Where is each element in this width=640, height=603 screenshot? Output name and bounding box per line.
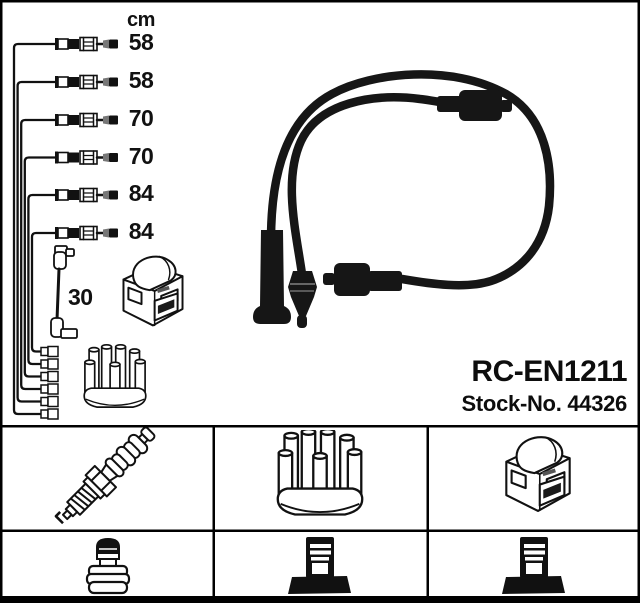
unit-header: cm bbox=[127, 9, 155, 31]
cable-connector-lower bbox=[323, 263, 402, 296]
part-number: RC-EN1211 bbox=[471, 355, 627, 388]
straight-terminal-icon bbox=[502, 537, 565, 594]
cable-inner bbox=[287, 93, 451, 279]
cable-outer bbox=[266, 70, 555, 290]
lead-4 bbox=[53, 149, 120, 166]
length-label-3: 70 bbox=[128, 105, 154, 131]
cable-straight-boot bbox=[253, 230, 291, 324]
cable-photo bbox=[253, 70, 555, 328]
lead-1 bbox=[53, 36, 120, 52]
cable-cone-boot bbox=[288, 271, 317, 328]
spark-plug-icon bbox=[48, 419, 163, 534]
distributor-cap-drawing bbox=[83, 343, 147, 409]
cable-connector-top bbox=[437, 90, 512, 121]
grid-lines bbox=[0, 425, 640, 597]
distributor-cap-icon bbox=[276, 430, 364, 516]
plug-boot-terminal-icon bbox=[85, 538, 131, 595]
compatibility-grid bbox=[0, 419, 640, 597]
lead-3 bbox=[53, 112, 120, 128]
length-label-4: 70 bbox=[128, 142, 154, 169]
lead-trunk-wires bbox=[12, 42, 58, 416]
length-label-2: 58 bbox=[128, 67, 154, 93]
straight-terminal-icon bbox=[288, 537, 351, 594]
distributor-plug-stack bbox=[40, 345, 59, 420]
ignition-coil-icon bbox=[505, 435, 571, 513]
length-label-5: 84 bbox=[128, 180, 154, 206]
coil-wire bbox=[50, 245, 78, 339]
lead-set-schematic bbox=[12, 36, 184, 420]
lead-5 bbox=[53, 187, 120, 203]
length-label-6: 84 bbox=[128, 218, 154, 244]
coil-wire-length-label: 30 bbox=[68, 284, 93, 310]
lead-2 bbox=[53, 74, 120, 90]
length-label-1: 58 bbox=[128, 29, 154, 55]
lead-6 bbox=[53, 225, 120, 241]
ignition-coil-drawing bbox=[122, 255, 184, 327]
stock-number: Stock-No. 44326 bbox=[461, 391, 628, 416]
